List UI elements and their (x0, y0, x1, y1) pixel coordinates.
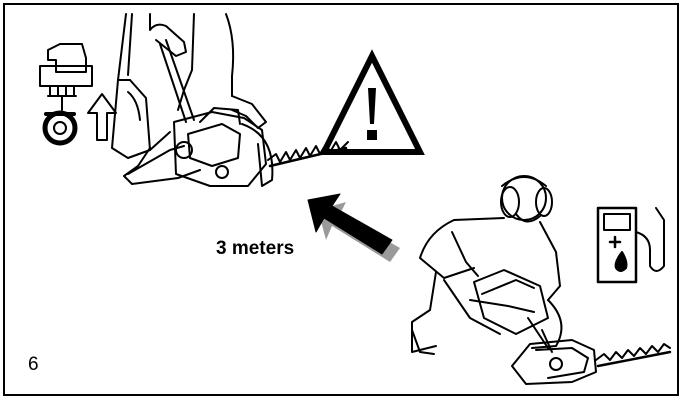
fuel-pump-icon (596, 206, 665, 284)
refueling-operator (411, 175, 672, 385)
warning-triangle-icon (319, 49, 425, 155)
distance-label: 3 meters (216, 238, 295, 259)
figure-frame (3, 3, 679, 396)
figure-number: 6 (28, 354, 39, 375)
operator-with-trimmer (111, 13, 349, 187)
direction-arrow-icon (307, 193, 400, 262)
choke-lever-icon (39, 43, 117, 146)
